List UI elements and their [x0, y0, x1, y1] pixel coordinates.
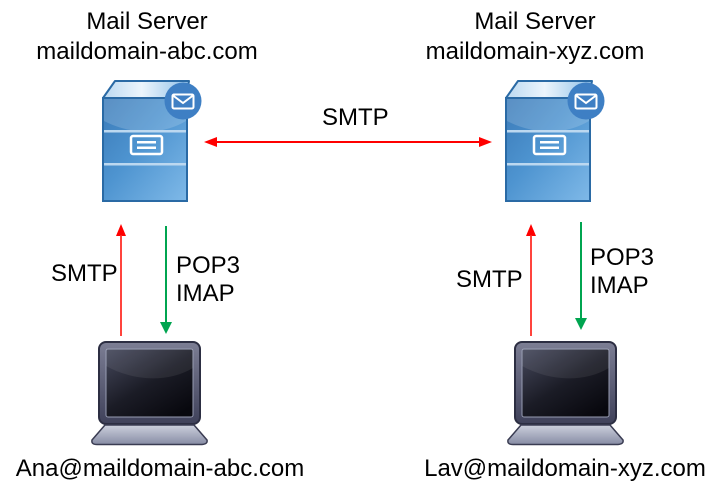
disk-drive-glyph — [129, 134, 164, 156]
envelope-badge-icon — [567, 82, 605, 120]
right-imap-label: IMAP — [590, 272, 649, 299]
left-imap-label: IMAP — [176, 280, 235, 307]
smtp-link-label: SMTP — [322, 104, 389, 131]
left-smtp-label: SMTP — [51, 260, 118, 287]
smtp-link-arrowhead-left — [204, 137, 217, 147]
right-smtp-up-arrow-shaft — [530, 235, 532, 336]
left-server-domain: maildomain-abc.com — [36, 38, 258, 65]
envelope-badge-icon — [164, 82, 202, 120]
left-pop3-imap-down-arrowhead — [160, 322, 172, 334]
right-smtp-label: SMTP — [456, 266, 523, 293]
right-server-title-line1: Mail Server — [474, 8, 596, 35]
left-pop3-imap-down-arrow-shaft — [165, 226, 167, 323]
mail-server-icon-left — [102, 80, 202, 202]
disk-drive-glyph — [532, 134, 567, 156]
mail-server-icon-right — [505, 80, 605, 202]
left-pop3-label: POP3 — [176, 252, 241, 279]
left-server-title: Mail Server maildomain-abc.com — [7, 7, 287, 67]
right-pop3-label: POP3 — [590, 244, 655, 271]
left-smtp-up-arrow-shaft — [120, 235, 122, 336]
left-client-email: Ana@maildomain-abc.com — [15, 455, 305, 482]
right-pop3-imap-down-arrow-shaft — [580, 222, 582, 319]
right-smtp-up-arrowhead — [526, 224, 536, 236]
smtp-link-arrowhead-right — [479, 137, 492, 147]
smtp-link-arrow-shaft — [214, 141, 481, 143]
right-client-email: Lav@maildomain-xyz.com — [424, 455, 706, 482]
left-smtp-up-arrowhead — [116, 224, 126, 236]
right-pop3-imap-down-arrowhead — [575, 318, 587, 330]
laptop-icon-left — [91, 341, 208, 446]
left-retrieve-label: POP3 IMAP — [176, 252, 240, 308]
right-server-title: Mail Server maildomain-xyz.com — [395, 7, 675, 67]
laptop-icon-right — [507, 341, 624, 446]
left-server-title-line1: Mail Server — [86, 8, 208, 35]
right-server-domain: maildomain-xyz.com — [425, 38, 645, 65]
right-retrieve-label: POP3 IMAP — [590, 244, 654, 300]
